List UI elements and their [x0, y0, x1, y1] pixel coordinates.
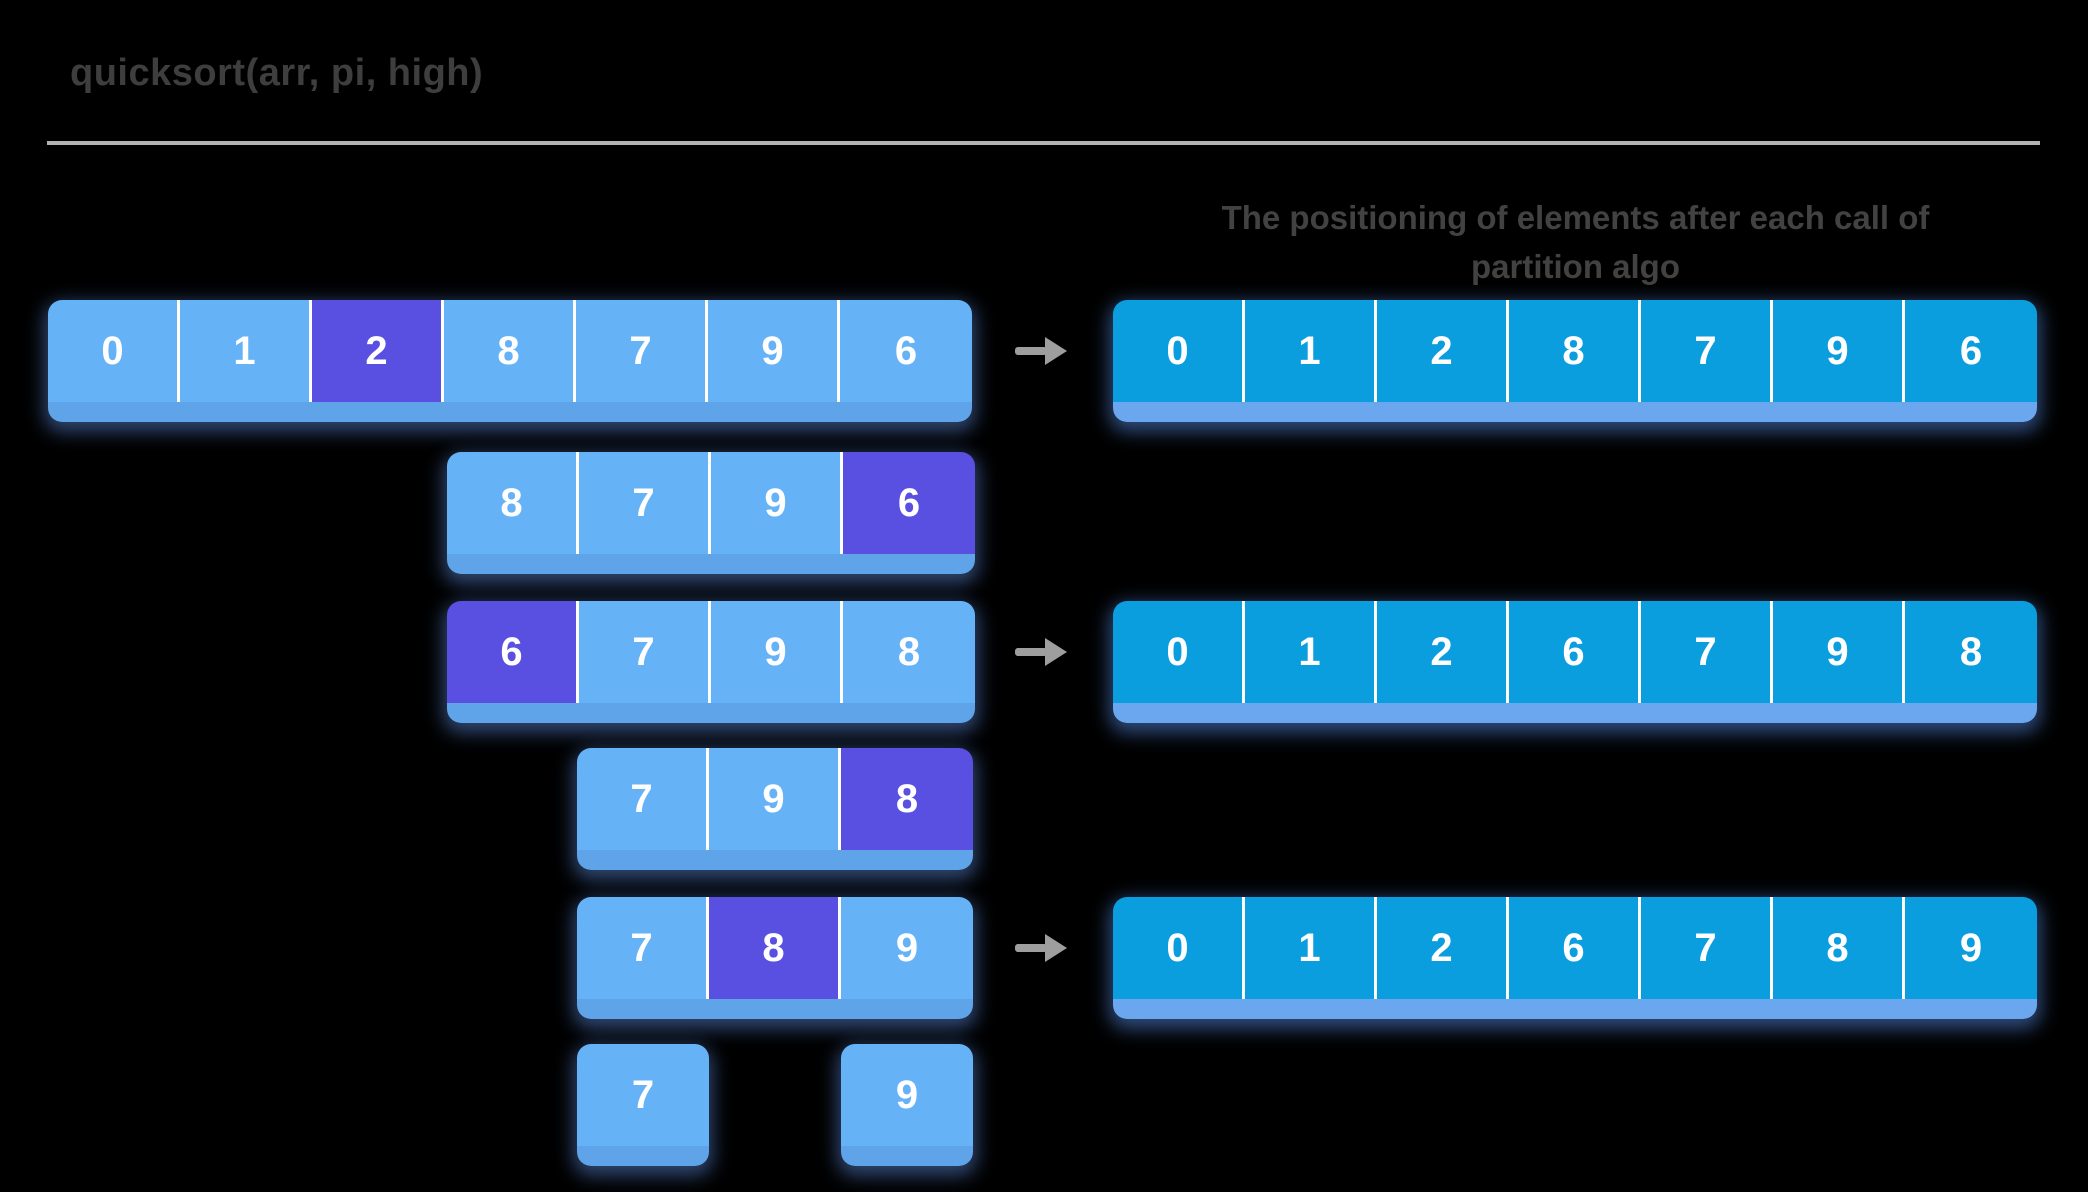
array-cell: 8 — [843, 601, 975, 703]
array-cell: 7 — [576, 300, 708, 402]
array-cell: 8 — [1773, 897, 1905, 999]
pivot-cell: 6 — [447, 601, 579, 703]
array-cell: 9 — [1773, 601, 1905, 703]
array-cell: 8 — [444, 300, 576, 402]
array-cell: 8 — [447, 452, 579, 554]
array-cell: 9 — [841, 897, 973, 999]
arrow-head — [1045, 934, 1067, 962]
array-cell: 7 — [1641, 897, 1773, 999]
partition-heading-line2: partition algo — [1471, 248, 1680, 285]
partition-heading: The positioning of elements after each c… — [1113, 193, 2038, 291]
array-cell: 7 — [577, 748, 709, 850]
array-cell: 0 — [1113, 300, 1245, 402]
array-bottom-strip — [577, 1146, 709, 1166]
array-cell: 7 — [577, 897, 709, 999]
array-cell: 7 — [579, 601, 711, 703]
array-cell: 6 — [840, 300, 972, 402]
arrow-head — [1045, 337, 1067, 365]
array-cell: 9 — [1905, 897, 2037, 999]
array-cell: 9 — [711, 601, 843, 703]
arrow-shaft — [1015, 648, 1047, 656]
array-cell: 9 — [841, 1044, 973, 1146]
pivot-cell: 6 — [843, 452, 975, 554]
array-cell: 8 — [1509, 300, 1641, 402]
array-cell: 6 — [1509, 601, 1641, 703]
array-bottom-strip — [447, 703, 975, 723]
array-cell: 9 — [1773, 300, 1905, 402]
array-bottom-strip — [577, 999, 973, 1019]
page-title: quicksort(arr, pi, high) — [70, 52, 484, 94]
array-cell: 2 — [1377, 300, 1509, 402]
divider-rule — [47, 141, 2040, 145]
arrow-shaft — [1015, 347, 1047, 355]
array-cell: 7 — [577, 1044, 709, 1146]
array-bottom-strip — [1113, 999, 2037, 1019]
array-cells: 7 — [577, 1044, 709, 1146]
arrow-shaft — [1015, 944, 1047, 952]
right-arrow-icon — [1015, 333, 1069, 369]
array-bottom-strip — [841, 1146, 973, 1166]
array-cell: 9 — [709, 748, 841, 850]
arrow-head — [1045, 638, 1067, 666]
array-cell: 8 — [1905, 601, 2037, 703]
pivot-cell: 2 — [312, 300, 444, 402]
array-cell: 6 — [1509, 897, 1641, 999]
array-bottom-strip — [447, 554, 975, 574]
array-bottom-strip — [577, 850, 973, 870]
pivot-cell: 8 — [841, 748, 973, 850]
array-cell: 7 — [1641, 300, 1773, 402]
array-cell: 0 — [48, 300, 180, 402]
array-cell: 1 — [180, 300, 312, 402]
array-bottom-strip — [48, 402, 972, 422]
array-cells: 9 — [841, 1044, 973, 1146]
array-cell: 2 — [1377, 601, 1509, 703]
pivot-cell: 8 — [709, 897, 841, 999]
single-element-array: 9 — [841, 1044, 973, 1166]
array-cell: 2 — [1377, 897, 1509, 999]
array-cell: 1 — [1245, 300, 1377, 402]
array-cell: 7 — [1641, 601, 1773, 703]
array-cell: 9 — [708, 300, 840, 402]
array-cell: 7 — [579, 452, 711, 554]
array-cell: 1 — [1245, 601, 1377, 703]
right-arrow-icon — [1015, 634, 1069, 670]
right-arrow-icon — [1015, 930, 1069, 966]
partition-heading-line1: The positioning of elements after each c… — [1221, 199, 1930, 236]
array-bottom-strip — [1113, 703, 2037, 723]
array-cell: 1 — [1245, 897, 1377, 999]
single-element-array: 7 — [577, 1044, 709, 1166]
array-cell: 9 — [711, 452, 843, 554]
array-cell: 0 — [1113, 897, 1245, 999]
array-cell: 6 — [1905, 300, 2037, 402]
array-bottom-strip — [1113, 402, 2037, 422]
array-cell: 0 — [1113, 601, 1245, 703]
